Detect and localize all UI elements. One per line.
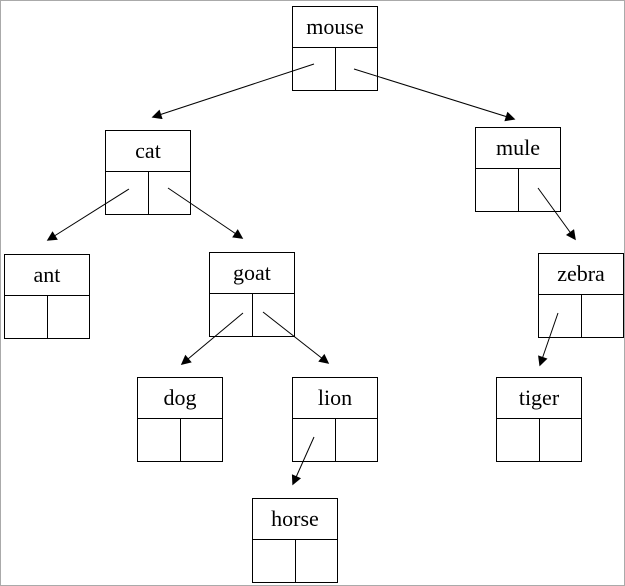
left-pointer-cell [539,295,582,337]
tree-node-tiger: tiger [496,377,582,462]
right-pointer-cell [582,295,624,337]
pointer-row [5,296,89,338]
left-pointer-cell [497,419,540,461]
tree-node-cat: cat [105,130,191,215]
edge-mouse-right-mule [353,68,516,122]
pointer-row [539,295,623,337]
node-label: lion [293,378,377,419]
pointer-row [138,419,222,461]
left-pointer-cell [253,540,296,582]
tree-node-dog: dog [137,377,223,462]
right-pointer-cell [149,172,191,214]
tree-node-ant: ant [4,254,90,339]
left-pointer-cell [5,296,48,338]
node-label: mule [476,128,560,169]
tree-node-zebra: zebra [538,253,624,338]
pointer-row [497,419,581,461]
node-label: cat [106,131,190,172]
right-pointer-cell [48,296,90,338]
left-pointer-cell [210,294,253,336]
right-pointer-cell [181,419,223,461]
node-label: tiger [497,378,581,419]
node-label: ant [5,255,89,296]
right-pointer-cell [336,48,378,90]
right-pointer-cell [540,419,582,461]
tree-node-mouse: mouse [292,6,378,91]
pointer-row [476,169,560,211]
node-label: horse [253,499,337,540]
pointer-row [106,172,190,214]
tree-node-mule: mule [475,127,561,212]
edge-mouse-left-cat [151,63,315,120]
node-label: mouse [293,7,377,48]
right-pointer-cell [296,540,338,582]
node-label: dog [138,378,222,419]
pointer-row [253,540,337,582]
left-pointer-cell [476,169,519,211]
tree-node-horse: horse [252,498,338,583]
pointer-row [293,48,377,90]
node-label: goat [210,253,294,294]
left-pointer-cell [138,419,181,461]
pointer-row [210,294,294,336]
left-pointer-cell [106,172,149,214]
tree-node-goat: goat [209,252,295,337]
tree-node-lion: lion [292,377,378,462]
left-pointer-cell [293,48,336,90]
right-pointer-cell [253,294,295,336]
node-label: zebra [539,254,623,295]
left-pointer-cell [293,419,336,461]
right-pointer-cell [336,419,378,461]
right-pointer-cell [519,169,561,211]
pointer-row [293,419,377,461]
